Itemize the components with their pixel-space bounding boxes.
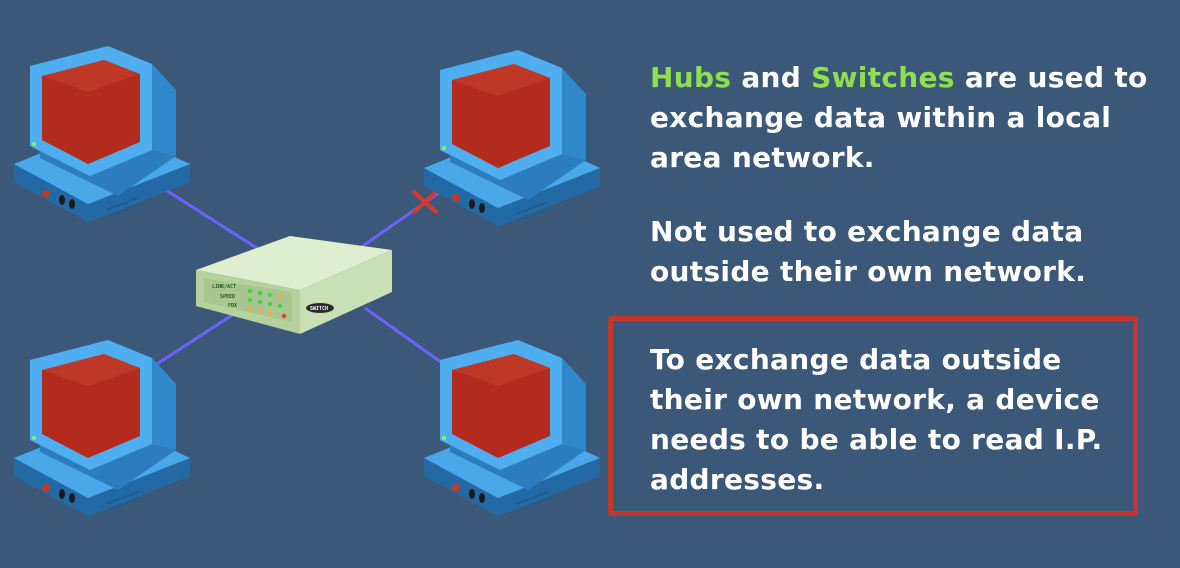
network-switch-icon: LINK/ACT SPEED FDX SWITCH bbox=[196, 236, 392, 334]
desktop-computer-icon bbox=[423, 339, 600, 517]
cable-top-left bbox=[149, 178, 261, 252]
intro-paragraph: Hubs and Switches are used to exchange d… bbox=[650, 58, 1150, 178]
desktop-computer-icon bbox=[423, 49, 600, 227]
callout-box bbox=[608, 316, 1138, 516]
connector-text: and bbox=[731, 61, 812, 94]
switch-badge-text: SWITCH bbox=[310, 306, 328, 312]
network-diagram: LINK/ACT SPEED FDX SWITCH bbox=[13, 45, 600, 517]
intro-rest-text: are used to exchange data within a local… bbox=[650, 61, 1148, 174]
switch-port-label: SPEED bbox=[220, 294, 235, 300]
term-switches: Switches bbox=[811, 61, 955, 94]
callout-paragraph: To exchange data outside their own netwo… bbox=[650, 343, 1103, 496]
x-mark-icon bbox=[412, 190, 438, 214]
switch-port-label: LINK/ACT bbox=[212, 284, 236, 290]
term-hubs: Hubs bbox=[650, 61, 732, 94]
desktop-computer-icon bbox=[13, 45, 191, 223]
switch-port-label: FDX bbox=[228, 303, 237, 309]
limitation-paragraph: Not used to exchange data outside their … bbox=[650, 215, 1087, 288]
desktop-computer-icon bbox=[13, 339, 191, 517]
cable-bottom-right bbox=[364, 306, 446, 367]
